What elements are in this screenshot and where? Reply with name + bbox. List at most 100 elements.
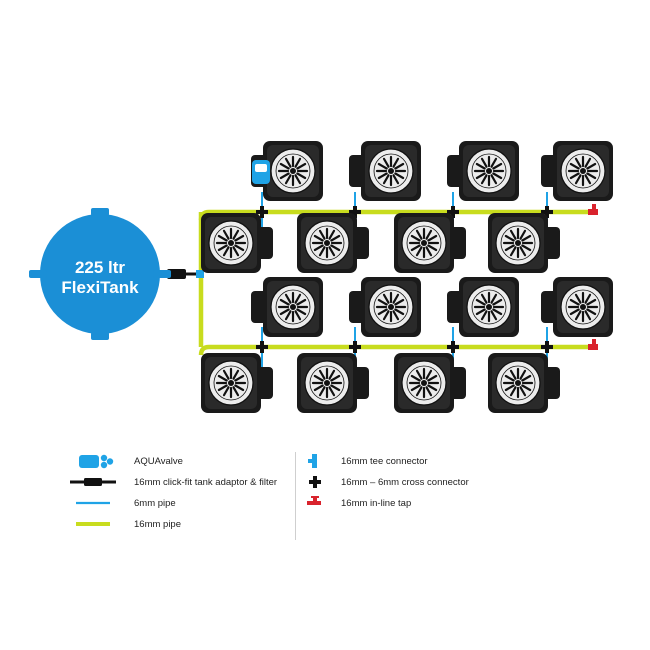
pot-petal xyxy=(480,174,488,185)
main-pipe-line xyxy=(198,344,593,356)
pot-petal xyxy=(296,308,307,316)
pot-petal xyxy=(586,298,597,306)
pot-petal xyxy=(569,298,580,306)
pot-petal xyxy=(377,162,388,170)
pot-inner-ring xyxy=(373,289,409,325)
inline-tap xyxy=(588,209,598,215)
pot-petal xyxy=(392,310,400,321)
pot xyxy=(201,353,273,413)
legend-label-tank-adaptor: 16mm click-fit tank adaptor & filter xyxy=(134,476,278,488)
cross-connector-bar xyxy=(541,345,553,349)
pot-petal xyxy=(328,229,336,240)
pots-layer xyxy=(201,141,613,413)
pot-inner-ring xyxy=(471,153,507,189)
pot-petal xyxy=(521,374,532,382)
pot-inner-ring xyxy=(406,365,442,401)
pot-petal xyxy=(574,293,582,304)
legend-label-inline-tap: 16mm in-line tap xyxy=(341,497,412,509)
pot-petal xyxy=(318,229,326,240)
pot-petal xyxy=(217,384,228,392)
pot xyxy=(201,213,273,273)
pot-petal xyxy=(392,174,400,185)
pot xyxy=(349,277,421,337)
pot-petal xyxy=(330,234,341,242)
pot-petal xyxy=(519,229,527,240)
pot-petal xyxy=(519,369,527,380)
pot-petal xyxy=(415,369,423,380)
pot-petal xyxy=(425,229,433,240)
pot-petal xyxy=(222,229,230,240)
pot-petal xyxy=(232,246,240,257)
pot-petal xyxy=(415,229,423,240)
pot-petal xyxy=(586,162,597,170)
pot-inner-ring xyxy=(213,365,249,401)
pot-center xyxy=(515,380,521,386)
tee-connector xyxy=(196,270,204,278)
pot-petal xyxy=(509,246,517,257)
pot xyxy=(541,277,613,337)
pot-center xyxy=(580,168,586,174)
pot-petal xyxy=(232,369,240,380)
pot-petal xyxy=(569,162,580,170)
pot-petal xyxy=(328,246,336,257)
pot-petal xyxy=(425,369,433,380)
pot-petal xyxy=(521,234,532,242)
legend-item-tank-adaptor: 16mm click-fit tank adaptor & filter xyxy=(70,473,277,491)
tank-adaptor-icon xyxy=(70,478,116,486)
pot-petal xyxy=(504,234,515,242)
pot xyxy=(394,213,466,273)
tank-clip xyxy=(153,270,171,278)
pot-petal xyxy=(318,246,326,257)
pot-center xyxy=(388,168,394,174)
pot-petal xyxy=(382,293,390,304)
pot-petal xyxy=(586,308,597,316)
tank-label-capacity: 225 ltr xyxy=(74,258,126,277)
pot-petal xyxy=(410,234,421,242)
pot-petal xyxy=(232,386,240,397)
pot-petal xyxy=(521,244,532,252)
pot-petal xyxy=(234,234,245,242)
pot-petal xyxy=(410,384,421,392)
pot-petal xyxy=(296,162,307,170)
pot-petal xyxy=(492,308,503,316)
pot-inner-ring xyxy=(406,225,442,261)
pot-petal xyxy=(490,310,498,321)
pot-petal xyxy=(475,162,486,170)
pot-petal xyxy=(377,172,388,180)
pot xyxy=(447,141,519,201)
pot-petal xyxy=(410,374,421,382)
pot-petal xyxy=(521,384,532,392)
pot-petal xyxy=(490,157,498,168)
pot-petal xyxy=(284,293,292,304)
pot-petal xyxy=(318,369,326,380)
pot-petal xyxy=(217,244,228,252)
legend-item-tee-connector: 16mm tee connector xyxy=(305,452,428,470)
pot-petal xyxy=(222,246,230,257)
tank-adaptor xyxy=(167,269,186,279)
pot-petal xyxy=(410,244,421,252)
pot-petal xyxy=(584,293,592,304)
pot-center xyxy=(486,304,492,310)
pot-petal xyxy=(328,369,336,380)
pot-petal xyxy=(480,293,488,304)
pot-inner-ring xyxy=(213,225,249,261)
pot-petal xyxy=(574,174,582,185)
pot-petal xyxy=(392,157,400,168)
pot-petal xyxy=(569,308,580,316)
pot-inner-ring xyxy=(275,153,311,189)
pot-petal xyxy=(377,308,388,316)
inline-tap-handle xyxy=(592,204,596,211)
pot xyxy=(349,141,421,201)
pot-petal xyxy=(392,293,400,304)
pot-petal xyxy=(394,172,405,180)
pot-center xyxy=(580,304,586,310)
legend-label-6mm-pipe: 6mm pipe xyxy=(134,497,176,509)
pot-petal xyxy=(475,308,486,316)
pot xyxy=(251,277,323,337)
pot-petal xyxy=(318,386,326,397)
sixteen-mm-pipe-icon xyxy=(76,522,110,526)
tank-clip xyxy=(91,332,109,340)
pot-center xyxy=(421,240,427,246)
pot-petal xyxy=(425,386,433,397)
pot-petal xyxy=(425,246,433,257)
